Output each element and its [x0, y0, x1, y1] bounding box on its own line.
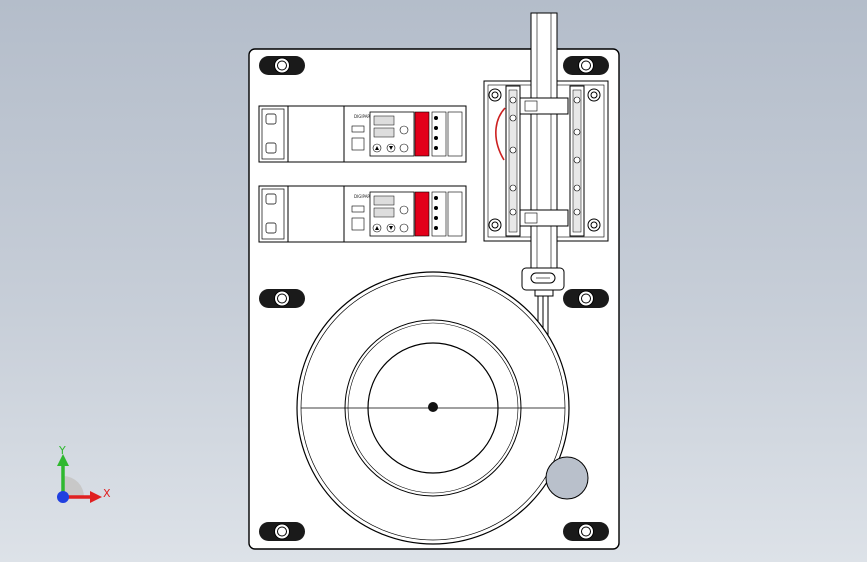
red-wire — [495, 107, 506, 161]
orientation-triad[interactable]: Y X — [57, 444, 111, 503]
mounting-slot-top-left[interactable] — [259, 56, 305, 75]
mounting-slot-bottom-left[interactable] — [259, 522, 305, 541]
temperature-controller-bottom[interactable]: DIGIPAR — [258, 185, 467, 243]
mounting-slot-mid-right[interactable] — [563, 289, 609, 308]
temperature-controller-top[interactable]: DIGIPAR — [258, 105, 467, 163]
y-axis-label: Y — [58, 444, 66, 457]
controller-brand-label: DIGIPAR — [354, 114, 370, 119]
x-axis-label: X — [103, 487, 111, 500]
bowl-center-hub — [428, 402, 438, 412]
controller-display — [414, 111, 430, 157]
z-axis-dot — [57, 491, 69, 503]
mounting-slot-top-right[interactable] — [563, 56, 609, 75]
mounting-slot-mid-left[interactable] — [259, 289, 305, 308]
controller-brand-label: DIGIPAR — [354, 194, 370, 199]
shaft-clamp[interactable] — [521, 267, 565, 297]
plate-hole — [545, 456, 589, 500]
vertical-shaft[interactable] — [519, 12, 569, 272]
controller-display — [414, 191, 430, 237]
mounting-slot-bottom-right[interactable] — [563, 522, 609, 541]
vibratory-bowl[interactable] — [296, 271, 570, 545]
